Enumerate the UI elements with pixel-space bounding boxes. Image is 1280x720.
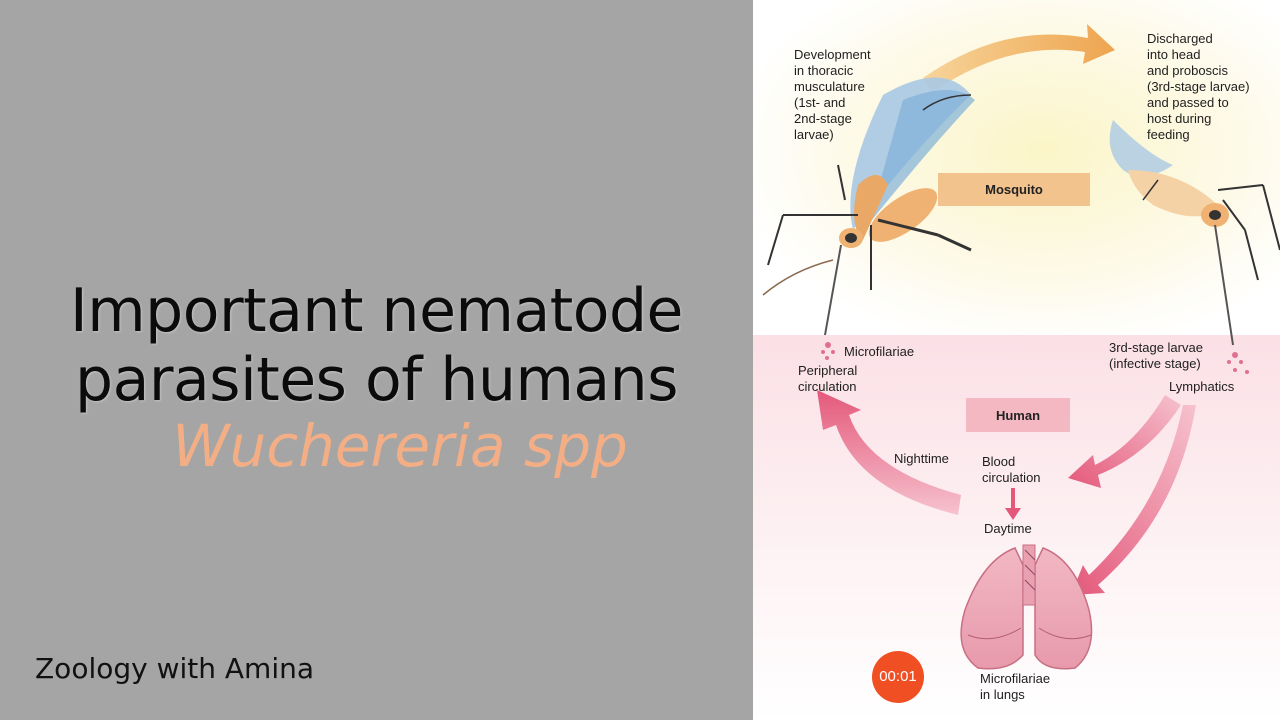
timer-badge: 00:01	[872, 651, 924, 703]
subtitle: Wuchereria spp	[172, 412, 628, 480]
label-microfilariae: Microfilariae	[844, 344, 915, 359]
arrow-mosquito-development	[923, 24, 1115, 92]
title-panel: Important nematode parasites of humans W…	[0, 0, 753, 720]
channel-name: Zoology with Amina	[35, 652, 315, 685]
arrow-blood-to-daytime	[1005, 488, 1021, 520]
life-cycle-diagram: Mosquito Human Development in thoracic m…	[753, 0, 1280, 720]
arrow-lymphatics-to-blood	[1068, 395, 1181, 488]
title-line-1: Important nematode	[70, 276, 683, 346]
mosquito-right-illustration	[1109, 120, 1280, 374]
mosquito-left-illustration	[762, 77, 975, 360]
mosquito-label: Mosquito	[985, 182, 1043, 197]
label-development: Development in thoracic musculature (1st…	[794, 47, 871, 142]
label-discharged: Discharged into head and proboscis (3rd-…	[1147, 31, 1250, 142]
label-blood-circulation: Blood circulation	[982, 454, 1041, 485]
title-line-2: parasites of humans	[75, 345, 678, 415]
label-microfilariae-in-lungs: Microfilariae in lungs	[980, 671, 1051, 702]
label-daytime: Daytime	[984, 521, 1032, 536]
mosquito-box	[938, 173, 1090, 206]
arrow-to-peripheral	[817, 390, 961, 515]
label-peripheral-circulation: Peripheral circulation	[798, 363, 858, 394]
human-box	[966, 398, 1070, 432]
arrow-lymphatics-to-lungs	[1071, 405, 1196, 595]
lungs-illustration	[960, 544, 1093, 670]
label-lymphatics: Lymphatics	[1169, 379, 1235, 394]
human-label: Human	[995, 408, 1041, 423]
label-nighttime: Nighttime	[894, 451, 949, 466]
diagram-artwork	[753, 0, 1280, 720]
label-third-stage-larvae: 3rd-stage larvae (infective stage)	[1109, 340, 1203, 371]
